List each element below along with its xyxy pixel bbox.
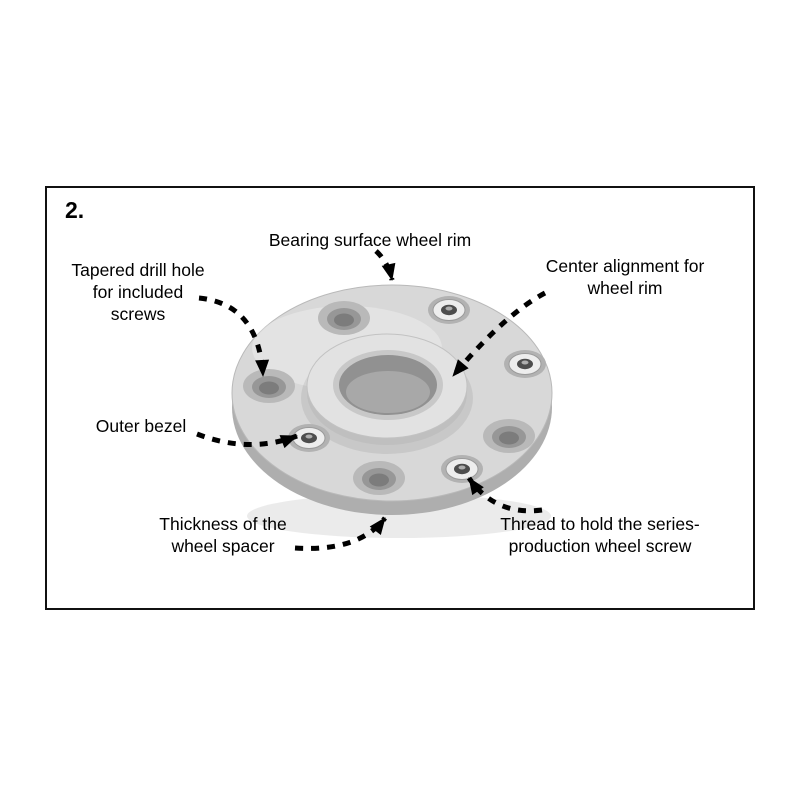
drill-hole: [353, 461, 405, 495]
wheel-spacer-illustration: [196, 249, 553, 551]
diagram-frame: 2.: [45, 186, 755, 610]
ground-shadow: [247, 494, 551, 538]
annotation-arrows: [196, 249, 547, 551]
label-center-alignment: Center alignment for wheel rim: [545, 256, 705, 299]
arrow-center-alignment: [451, 290, 547, 378]
threaded-insert: [288, 424, 330, 452]
threaded-insert: [441, 455, 483, 483]
arrow-tapered-drill-hole: [198, 295, 270, 377]
drill-hole: [243, 369, 295, 403]
arrow-outer-bezel: [196, 431, 298, 449]
label-thread: Thread to hold the series- production wh…: [500, 514, 700, 557]
arrow-bearing-surface: [374, 249, 396, 281]
center-bore-floor: [346, 371, 430, 413]
label-thickness: Thickness of the wheel spacer: [159, 514, 287, 557]
arrow-thickness: [294, 516, 387, 551]
label-outer-bezel: Outer bezel: [95, 416, 187, 436]
drill-hole: [483, 419, 535, 453]
wheel-spacer: [231, 284, 553, 538]
label-tapered-drill-hole: Tapered drill hole for included screws: [71, 260, 205, 325]
threaded-insert: [504, 350, 546, 378]
label-bearing-surface: Bearing surface wheel rim: [268, 230, 472, 250]
threaded-insert: [428, 296, 470, 324]
drill-hole: [318, 301, 370, 335]
step-number: 2.: [65, 197, 85, 223]
